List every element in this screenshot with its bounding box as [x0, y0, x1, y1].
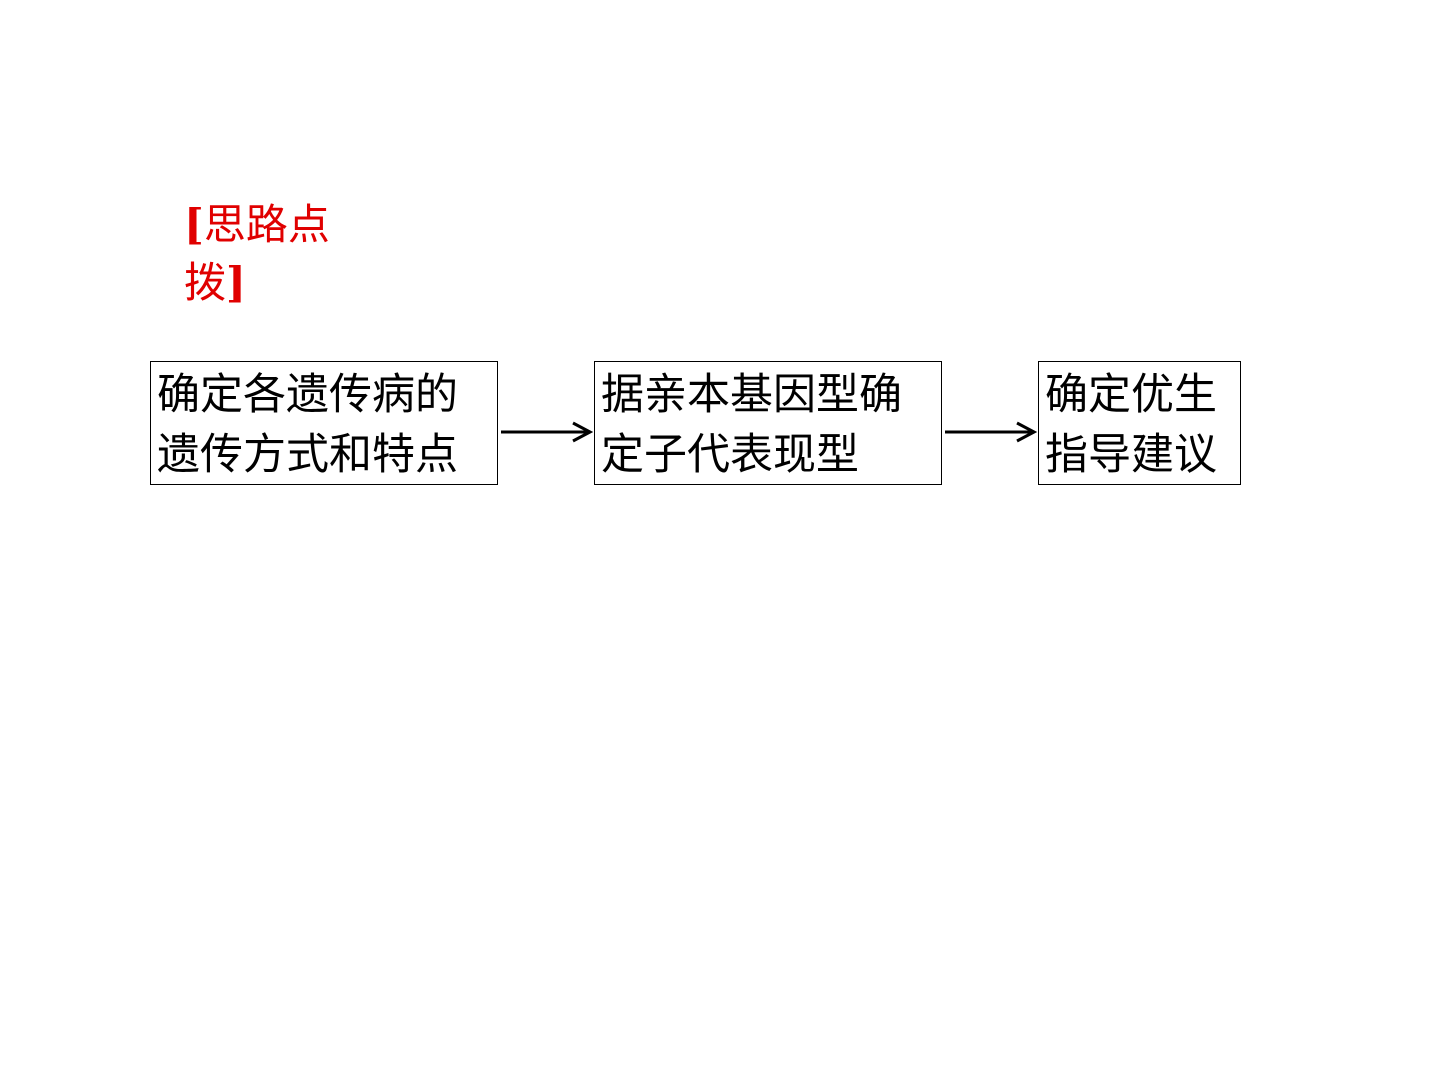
heading-open-bracket: [ [184, 200, 204, 249]
section-heading: [思路点拨] [184, 196, 364, 312]
flow-step-2: 据亲本基因型确定子代表现型 [594, 361, 942, 485]
flow-step-3: 确定优生指导建议 [1038, 361, 1241, 485]
flow-arrow-2 [945, 421, 1037, 443]
heading-text: 思路点拨 [184, 200, 330, 307]
heading-close-bracket: ] [226, 258, 246, 307]
flow-step-1: 确定各遗传病的遗传方式和特点 [150, 361, 498, 485]
flow-arrow-1 [501, 421, 593, 443]
